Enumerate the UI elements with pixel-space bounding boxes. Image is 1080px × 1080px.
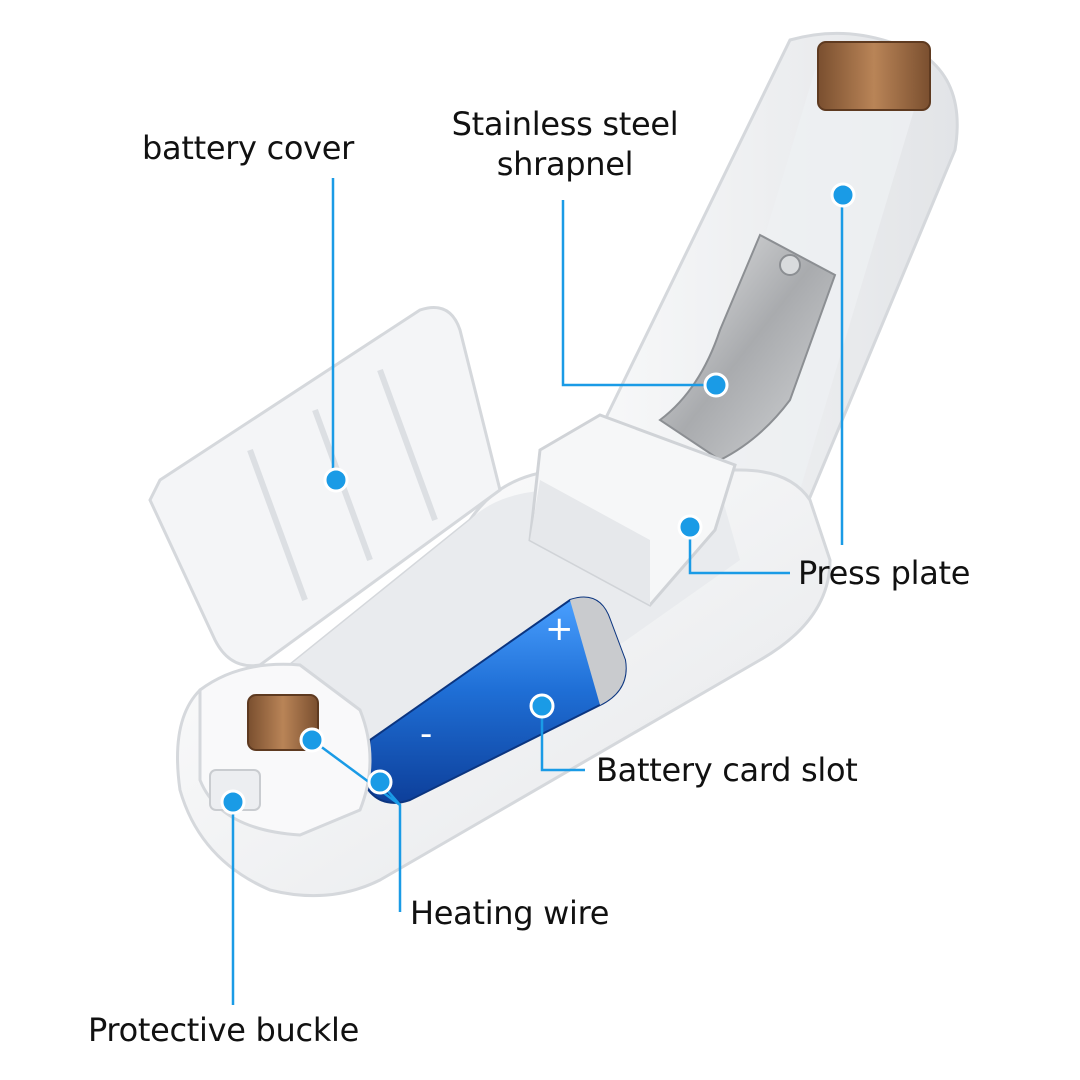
label-battery-card-slot: Battery card slot — [596, 751, 858, 789]
callout-dot-press-plate — [677, 514, 703, 540]
callout-dot-battery-card-slot — [529, 693, 555, 719]
label-stainless-steel-shrapnel: Stainless steel shrapnel — [430, 104, 700, 184]
steel-shrapnel — [658, 233, 837, 462]
label-stainless-line2: shrapnel — [496, 145, 634, 183]
label-press-plate: Press plate — [798, 554, 971, 592]
callout-line-battery-card-slot — [540, 706, 585, 772]
callout-dot-heating-wire-top — [299, 727, 325, 753]
callout-line-stainless-steel-shrapnel — [561, 200, 715, 387]
label-battery-cover: battery cover — [142, 129, 355, 167]
callout-dot-heating-wire — [367, 769, 393, 795]
callout-dot-stainless-steel-shrapnel — [703, 372, 729, 398]
battery-minus-sign: - — [420, 714, 432, 754]
press-plate-block — [528, 413, 737, 607]
aa-battery: + - — [363, 596, 627, 804]
callout-dot-battery-cover — [323, 467, 349, 493]
label-protective-buckle: Protective buckle — [88, 1011, 360, 1049]
callout-line-heating-wire-top — [311, 738, 401, 807]
label-heating-wire: Heating wire — [410, 894, 610, 932]
callout-dot-protective-buckle — [220, 789, 246, 815]
callout-line-press-plate — [688, 528, 790, 575]
label-stainless-line1: Stainless steel — [451, 105, 679, 143]
callout-dot-upper-arm — [830, 182, 856, 208]
top-heating-pad — [817, 41, 931, 111]
callout-lines — [220, 178, 856, 1005]
battery-plus-sign: + — [545, 609, 574, 649]
